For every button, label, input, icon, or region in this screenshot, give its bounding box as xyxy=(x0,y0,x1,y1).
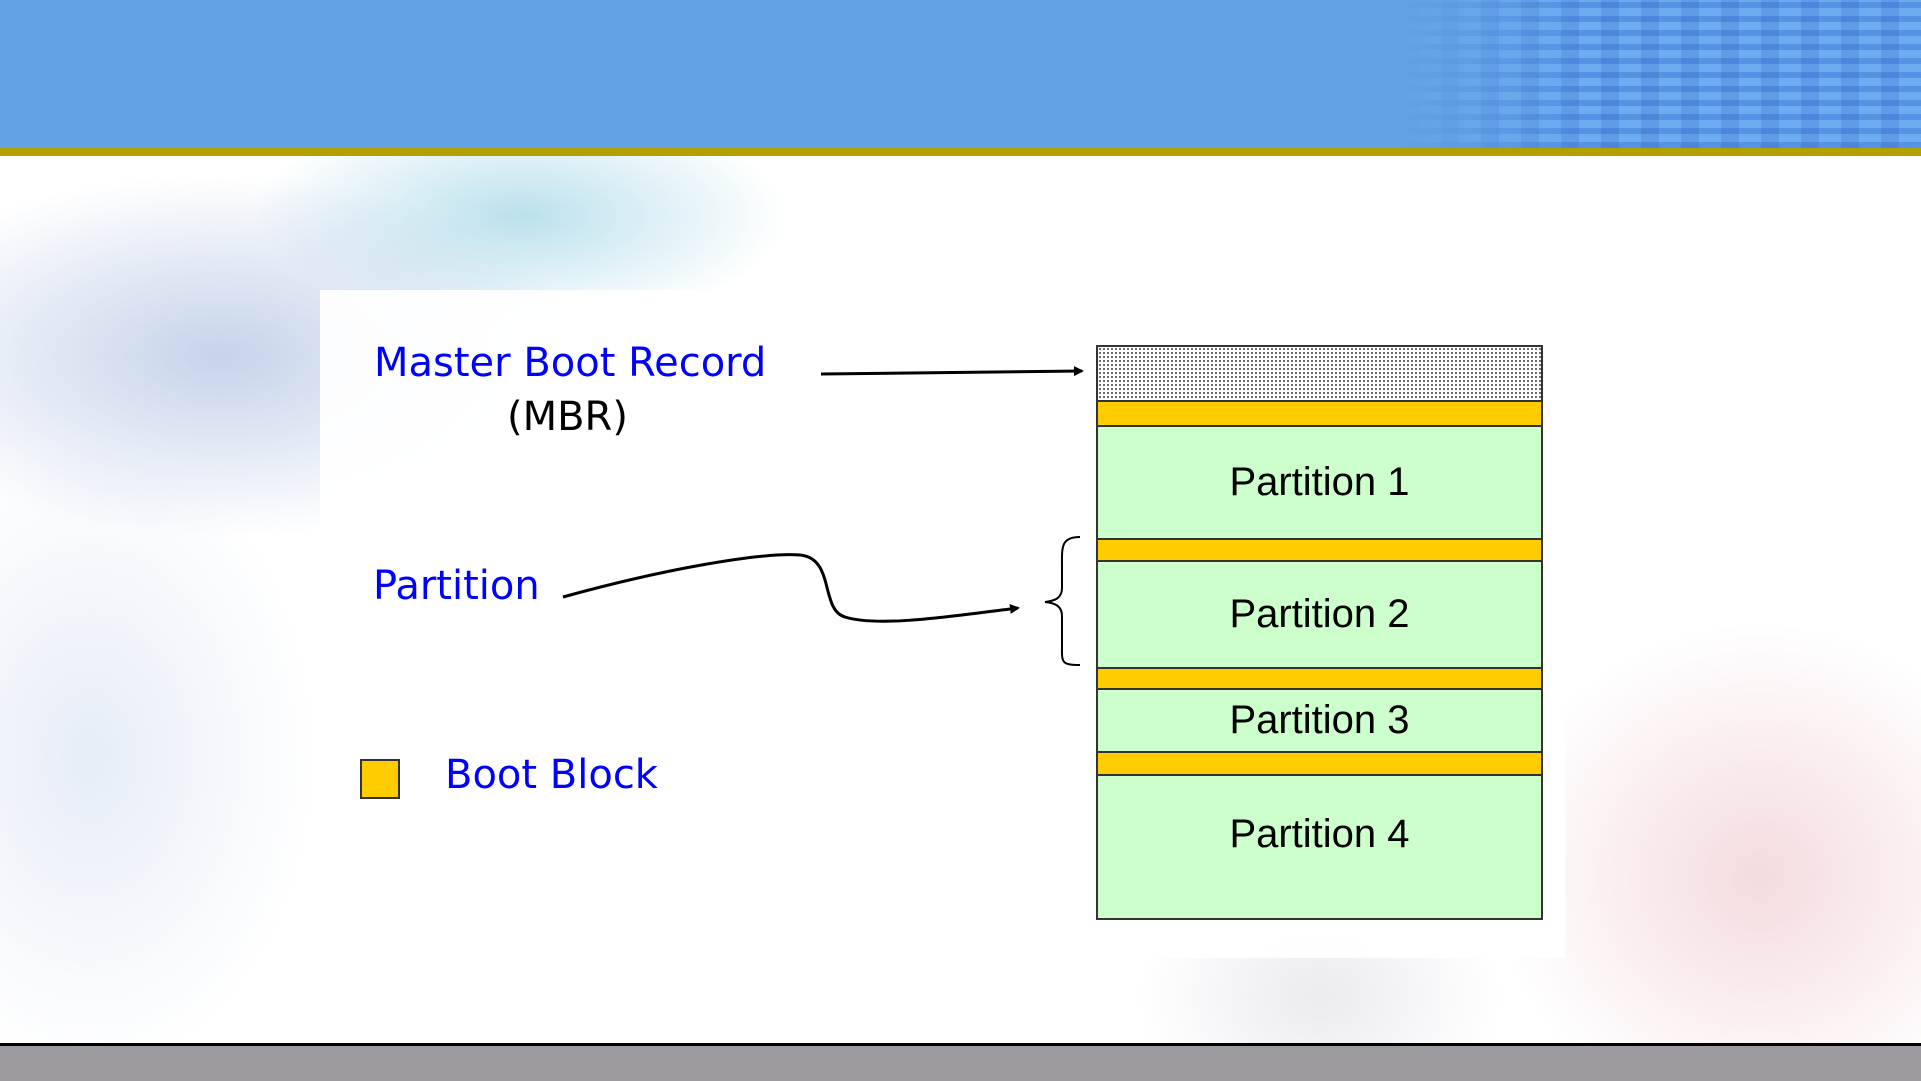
partition-segment: Partition 2 xyxy=(1098,562,1541,669)
footer-divider xyxy=(0,1043,1921,1046)
partition-label-1: Partition 1 xyxy=(1229,460,1410,504)
partition-label-2: Partition 2 xyxy=(1229,592,1410,636)
partition-label-4: Partition 4 xyxy=(1229,812,1410,856)
disk-layout-diagram: Partition 1 Partition 2 Partition 3 Part… xyxy=(1096,345,1543,920)
partition-label-3: Partition 3 xyxy=(1229,698,1410,742)
boot-block-segment xyxy=(1098,669,1541,690)
partition-segment: Partition 4 xyxy=(1098,776,1541,918)
slide-header-band xyxy=(0,0,1921,148)
boot-block-segment xyxy=(1098,540,1541,562)
header-gold-divider xyxy=(0,148,1921,156)
boot-block-legend-swatch xyxy=(360,759,400,799)
boot-block-segment xyxy=(1098,753,1541,776)
boot-block-segment xyxy=(1098,402,1541,427)
partition-segment: Partition 3 xyxy=(1098,690,1541,753)
circuit-board-decoration xyxy=(1401,0,1921,148)
mbr-title-label: Master Boot Record xyxy=(374,340,767,386)
mbr-segment xyxy=(1098,347,1541,402)
slide-footer-band xyxy=(0,1046,1921,1081)
mbr-abbreviation-label: (MBR) xyxy=(507,394,628,440)
boot-block-legend-label: Boot Block xyxy=(445,752,658,798)
partition-label: Partition xyxy=(373,563,540,609)
partition-segment: Partition 1 xyxy=(1098,427,1541,540)
